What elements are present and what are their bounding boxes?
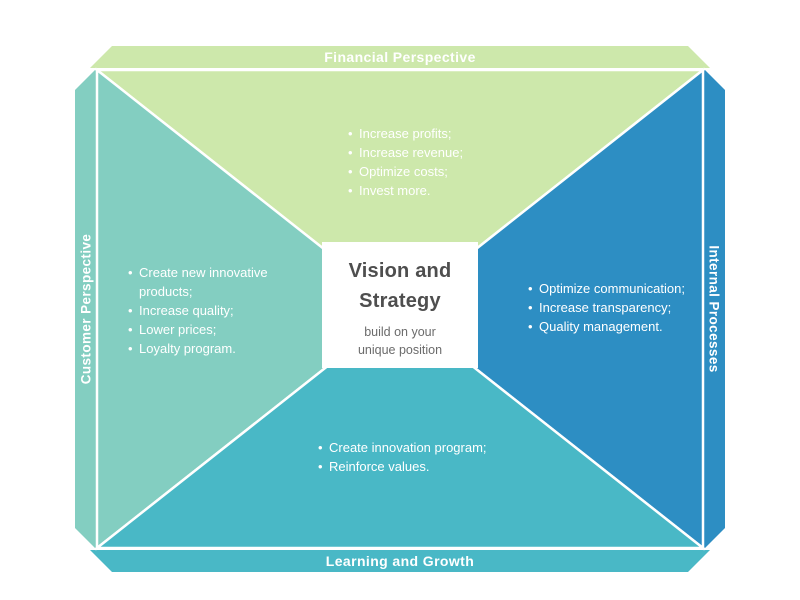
- bullet-text: Increase quality;: [139, 303, 234, 318]
- list-item: • Invest more.: [348, 181, 528, 200]
- list-item: • Lower prices;: [128, 320, 286, 339]
- customer-banner: [75, 68, 97, 550]
- financial-banner-label: Financial Perspective: [324, 49, 476, 65]
- vision-strategy-card: Vision and Strategy build on your unique…: [322, 242, 478, 368]
- internal-banner: [703, 68, 725, 550]
- list-item: • Reinforce values.: [318, 457, 518, 476]
- list-item: • Optimize communication;: [528, 279, 708, 298]
- bullet-text: Increase profits;: [359, 126, 452, 141]
- learning-banner: [90, 550, 710, 572]
- bullet-text: Optimize communication;: [539, 281, 685, 296]
- bullet-icon: •: [318, 459, 323, 474]
- financial-bullet-list: • Increase profits; • Increase revenue; …: [348, 124, 528, 200]
- learning-bullet-list: • Create innovation program; • Reinforce…: [318, 438, 518, 476]
- center-subtitle: build on your unique position: [357, 325, 443, 357]
- bullet-icon: •: [528, 319, 533, 334]
- learning-banner-label: Learning and Growth: [325, 553, 475, 569]
- bullet-icon: •: [128, 322, 133, 337]
- center-title: Vision and Strategy: [348, 260, 452, 312]
- bullet-icon: •: [318, 440, 323, 455]
- learning-region: [93, 307, 707, 550]
- list-item: • Loyalty program.: [128, 339, 286, 358]
- bullet-text: Create new innovative products;: [139, 265, 268, 299]
- bullet-icon: •: [348, 164, 353, 179]
- list-item: • Quality management.: [528, 317, 708, 336]
- bullet-text: Optimize costs;: [359, 164, 448, 179]
- bullet-text: Loyalty program.: [139, 341, 236, 356]
- bullet-icon: •: [128, 341, 133, 356]
- bullet-text: Reinforce values.: [329, 459, 430, 474]
- list-item: • Increase quality;: [128, 301, 286, 320]
- bullet-icon: •: [528, 281, 533, 296]
- bullet-icon: •: [348, 183, 353, 198]
- list-item: • Create new innovative products;: [128, 263, 286, 301]
- internal-banner-label: Internal Processes: [706, 245, 722, 373]
- list-item: • Increase profits;: [348, 124, 528, 143]
- bullet-icon: •: [128, 265, 133, 280]
- bullet-text: Quality management.: [539, 319, 663, 334]
- list-item: • Optimize costs;: [348, 162, 528, 181]
- bullet-text: Lower prices;: [139, 322, 217, 337]
- internal-bullet-list: • Optimize communication; • Increase tra…: [528, 279, 708, 336]
- bullet-icon: •: [348, 126, 353, 141]
- bullet-text: Create innovation program;: [329, 440, 487, 455]
- bullet-icon: •: [128, 303, 133, 318]
- bullet-text: Increase transparency;: [539, 300, 672, 315]
- financial-banner: [90, 46, 710, 68]
- bullet-text: Increase revenue;: [359, 145, 464, 160]
- customer-bullet-list: • Create new innovative products; • Incr…: [128, 263, 286, 358]
- list-item: • Increase revenue;: [348, 143, 528, 162]
- bullet-icon: •: [348, 145, 353, 160]
- list-item: • Increase transparency;: [528, 298, 708, 317]
- customer-banner-label: Customer Perspective: [78, 233, 94, 385]
- bullet-text: Invest more.: [359, 183, 431, 198]
- list-item: • Create innovation program;: [318, 438, 518, 457]
- bullet-icon: •: [528, 300, 533, 315]
